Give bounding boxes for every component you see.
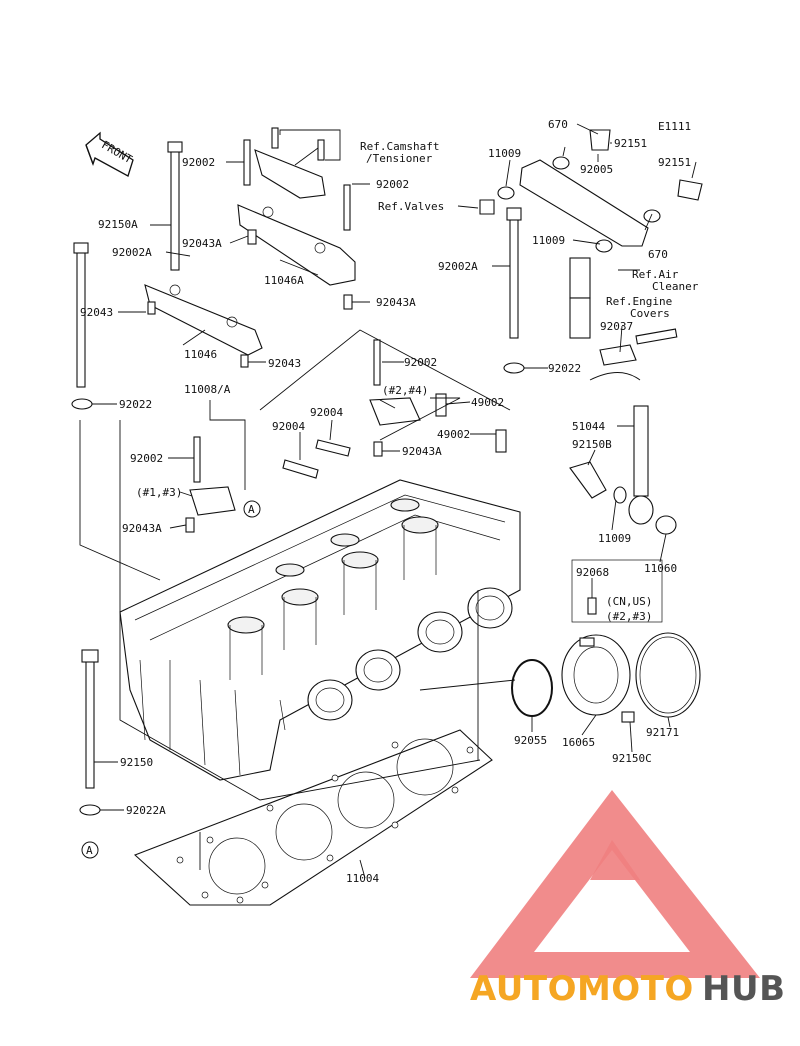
label-92022-right: 92022 xyxy=(548,362,581,375)
label-92002A-left: 92002A xyxy=(112,246,152,259)
front-arrow-icon: FRONT xyxy=(85,131,135,177)
watermark-word-automoto: AUTOMOTO xyxy=(470,969,694,1009)
label-92068: 92068 xyxy=(576,566,609,579)
dowel-pins xyxy=(147,229,383,533)
labels: E1111 670 92151 92005 92151 670 11009 11… xyxy=(80,118,699,885)
label-92002-top: 92002 xyxy=(182,156,215,169)
label-92037: 92037 xyxy=(600,320,633,333)
label-92022-left: 92022 xyxy=(119,398,152,411)
label-92002A-right: 92002A xyxy=(438,260,478,273)
watermark-logo xyxy=(470,790,760,978)
label-11009-low: 11009 xyxy=(598,532,631,545)
label-11046: 11046 xyxy=(184,348,217,361)
label-92151-a: 92151 xyxy=(614,137,647,150)
label-92043-b: 92043 xyxy=(268,357,301,370)
cam-cap-1-3 xyxy=(189,486,236,516)
label-92150B: 92150B xyxy=(572,438,612,451)
callout-cn-us-2: (#2,#3) xyxy=(606,610,652,623)
label-92150A: 92150A xyxy=(98,218,138,231)
label-92055: 92055 xyxy=(514,734,547,747)
label-16065: 16065 xyxy=(562,736,595,749)
leader-lines xyxy=(79,123,697,879)
label-92002-center: 92002 xyxy=(404,356,437,369)
callout-ref-camshaft-2: /Tensioner xyxy=(366,152,433,165)
label-92151-b: 92151 xyxy=(658,156,691,169)
callout-cyl-2-4: (#2,#4) xyxy=(382,384,428,397)
svg-text:A: A xyxy=(86,844,93,857)
diagram-code: E1111 xyxy=(658,120,691,133)
callout-ref-air-2: Cleaner xyxy=(652,280,699,293)
label-92043A-mid: 92043A xyxy=(376,296,416,309)
watermark-triangle-icon xyxy=(470,790,760,978)
oil-pipe-51044 xyxy=(569,405,677,535)
label-11008A: 11008/A xyxy=(184,383,231,396)
callout-ref-engine-1: Ref.Engine xyxy=(606,295,672,308)
label-92150C: 92150C xyxy=(612,752,652,765)
ref-marker-a-bottom: A xyxy=(81,841,99,859)
label-92043A-center: 92043A xyxy=(402,445,442,458)
cylinder-head xyxy=(119,479,521,781)
clamp-92171 xyxy=(635,632,701,718)
label-92004-a: 92004 xyxy=(310,406,343,419)
bolts xyxy=(73,127,522,789)
cn-us-box xyxy=(571,559,663,623)
label-92043A-left: 92043A xyxy=(122,522,162,535)
label-92002-mid: 92002 xyxy=(376,178,409,191)
camshaft-cap-11046A xyxy=(237,204,356,286)
callout-ref-air-1: Ref.Air xyxy=(632,268,679,281)
label-92150: 92150 xyxy=(120,756,153,769)
label-49002-a: 49002 xyxy=(471,396,504,409)
screw-92150C xyxy=(621,711,635,723)
label-92004-b: 92004 xyxy=(272,420,305,433)
watermark-word-hub: HUB xyxy=(702,969,785,1009)
breather-bar-92005 xyxy=(479,129,703,253)
label-11046A: 11046A xyxy=(264,274,304,287)
label-92022A: 92022A xyxy=(126,804,166,817)
label-92043A-top: 92043A xyxy=(182,237,222,250)
washers xyxy=(71,362,525,816)
label-670-right: 670 xyxy=(648,248,668,261)
label-92171: 92171 xyxy=(646,726,679,739)
cam-cap-2-4 xyxy=(369,397,421,426)
callout-cn-us-1: (CN,US) xyxy=(606,595,652,608)
label-92005: 92005 xyxy=(580,163,613,176)
label-51044: 51044 xyxy=(572,420,605,433)
label-11060: 11060 xyxy=(644,562,677,575)
studs-92004 xyxy=(282,439,351,479)
callout-ref-engine-2: Covers xyxy=(630,307,670,320)
label-92043: 92043 xyxy=(80,306,113,319)
ref-marker-a-top: A xyxy=(243,500,261,518)
o-ring-92055 xyxy=(511,659,553,717)
label-49002-b: 49002 xyxy=(437,428,470,441)
label-92002-left: 92002 xyxy=(130,452,163,465)
label-11004: 11004 xyxy=(346,872,379,885)
label-11009-top: 11009 xyxy=(488,147,521,160)
svg-text:A: A xyxy=(248,503,255,516)
callout-ref-valves: Ref.Valves xyxy=(378,200,444,213)
pin-92068 xyxy=(587,597,597,615)
tensioner-bracket xyxy=(254,149,326,199)
camshaft-cap-11046 xyxy=(144,284,263,356)
air-cleaner-fitting xyxy=(569,257,678,366)
label-11009-mid: 11009 xyxy=(532,234,565,247)
callout-ref-camshaft-1: Ref.Camshaft xyxy=(360,140,439,153)
callout-cyl-1-3: (#1,#3) xyxy=(136,486,182,499)
label-670-top: 670 xyxy=(548,118,568,131)
intake-holder-16065 xyxy=(561,634,631,716)
